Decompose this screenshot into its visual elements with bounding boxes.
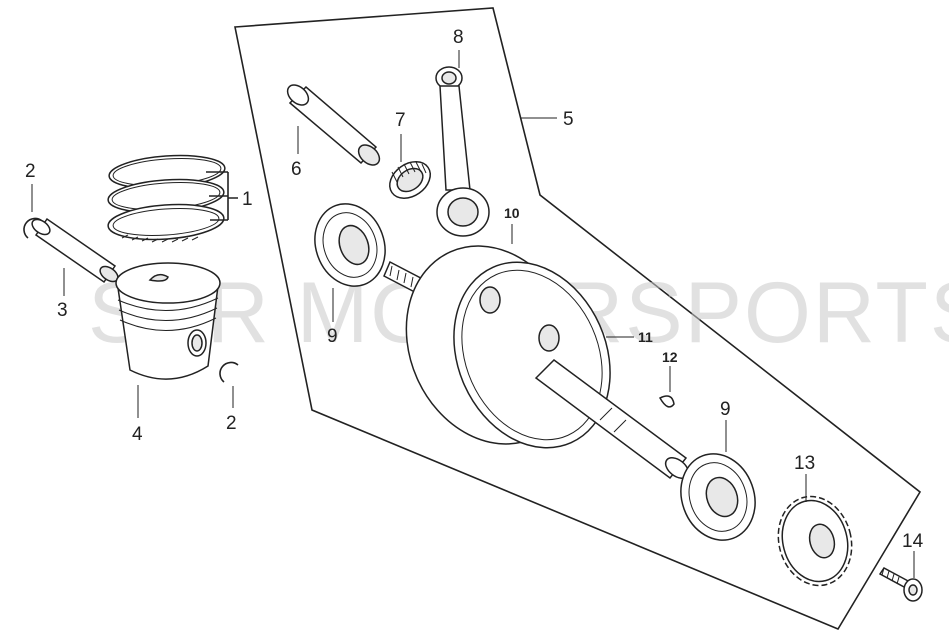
callout-1: 1 (242, 189, 253, 210)
bearing-left (314, 203, 386, 287)
callout-12: 12 (662, 349, 678, 365)
crank-pin (286, 84, 381, 166)
callout-9-right: 9 (720, 399, 731, 420)
connecting-rod (435, 66, 490, 237)
bolt (878, 567, 923, 602)
callout-5: 5 (563, 109, 574, 130)
drive-gear (777, 495, 853, 587)
needle-bearing (389, 161, 431, 199)
crankshaft (383, 245, 690, 480)
callout-6: 6 (291, 159, 302, 180)
callout-14: 14 (902, 531, 924, 552)
callout-4: 4 (132, 424, 143, 445)
callout-10: 10 (504, 205, 520, 221)
callout-8: 8 (453, 27, 464, 48)
crankshaft-assembly-outline (234, 7, 922, 631)
piston-pin (31, 217, 119, 284)
leader-lines (31, 50, 915, 578)
callout-13: 13 (794, 453, 815, 474)
callout-9-left: 9 (327, 326, 338, 347)
woodruff-key (658, 395, 675, 408)
callout-3: 3 (57, 300, 68, 321)
bearing-right (680, 453, 756, 541)
callout-11: 11 (638, 329, 653, 345)
callout-1-bracket (206, 171, 238, 221)
piston (115, 262, 221, 380)
callout-7: 7 (395, 110, 406, 131)
circlip-right (219, 361, 239, 383)
callout-2-left: 2 (25, 161, 36, 182)
callout-2-right: 2 (226, 413, 237, 434)
piston-rings (107, 154, 226, 243)
callout-labels: 1 2 2 3 4 5 6 7 8 9 9 10 11 12 13 14 (25, 27, 924, 552)
